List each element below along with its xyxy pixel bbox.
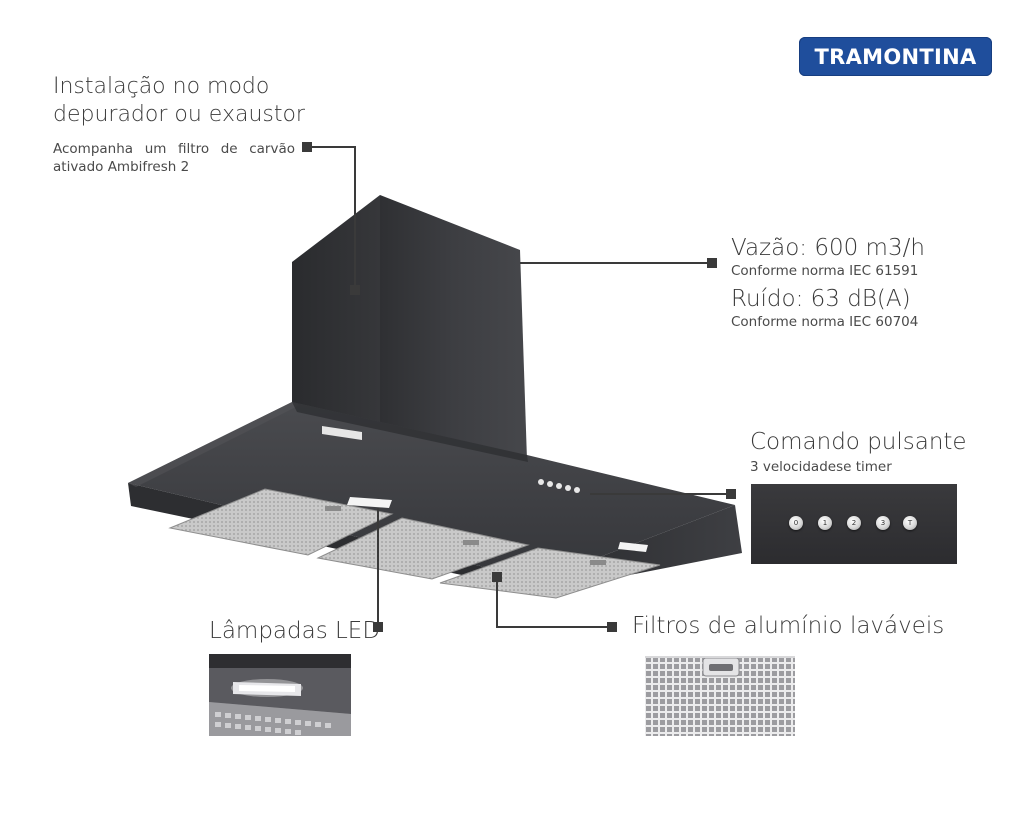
led-lamps — [347, 497, 648, 552]
control-button-2: 2 — [847, 516, 861, 530]
led-lamp-photo — [209, 654, 351, 736]
airflow-note: Conforme norma IEC 61591 — [731, 263, 919, 279]
brand-logo: TRAMONTINA — [799, 37, 992, 76]
control-panel-photo: 0 1 2 3 T — [751, 484, 957, 564]
filters-title: Filtros de alumínio laváveis — [632, 613, 945, 639]
hood-control-buttons — [538, 479, 580, 493]
airflow-title: Vazão: 600 m3/h — [731, 235, 925, 261]
control-button-timer: T — [903, 516, 917, 530]
led-title: Lâmpadas LED — [209, 618, 381, 644]
callout-markers — [302, 142, 736, 632]
aluminium-filter-photo-art — [645, 656, 795, 736]
led-lamp-photo-art — [209, 654, 351, 736]
control-note: 3 velocidadese timer — [750, 459, 892, 475]
control-button-3: 3 — [876, 516, 890, 530]
aluminium-filter-photo — [645, 656, 795, 736]
chimney — [292, 195, 527, 470]
noise-note: Conforme norma IEC 60704 — [731, 314, 919, 330]
aluminium-filters — [168, 488, 661, 599]
control-title: Comando pulsante — [750, 429, 967, 455]
control-button-1: 1 — [818, 516, 832, 530]
brand-logo-text: TRAMONTINA — [814, 44, 977, 69]
control-button-0: 0 — [789, 516, 803, 530]
hood-brand-plate — [322, 426, 362, 440]
callout-lines — [310, 146, 730, 628]
noise-title: Ruído: 63 dB(A) — [731, 286, 911, 312]
installation-title: Instalação no modo depurador ou exaustor — [53, 74, 305, 127]
installation-description: Acompanha um filtro de carvão ativado Am… — [53, 141, 295, 175]
